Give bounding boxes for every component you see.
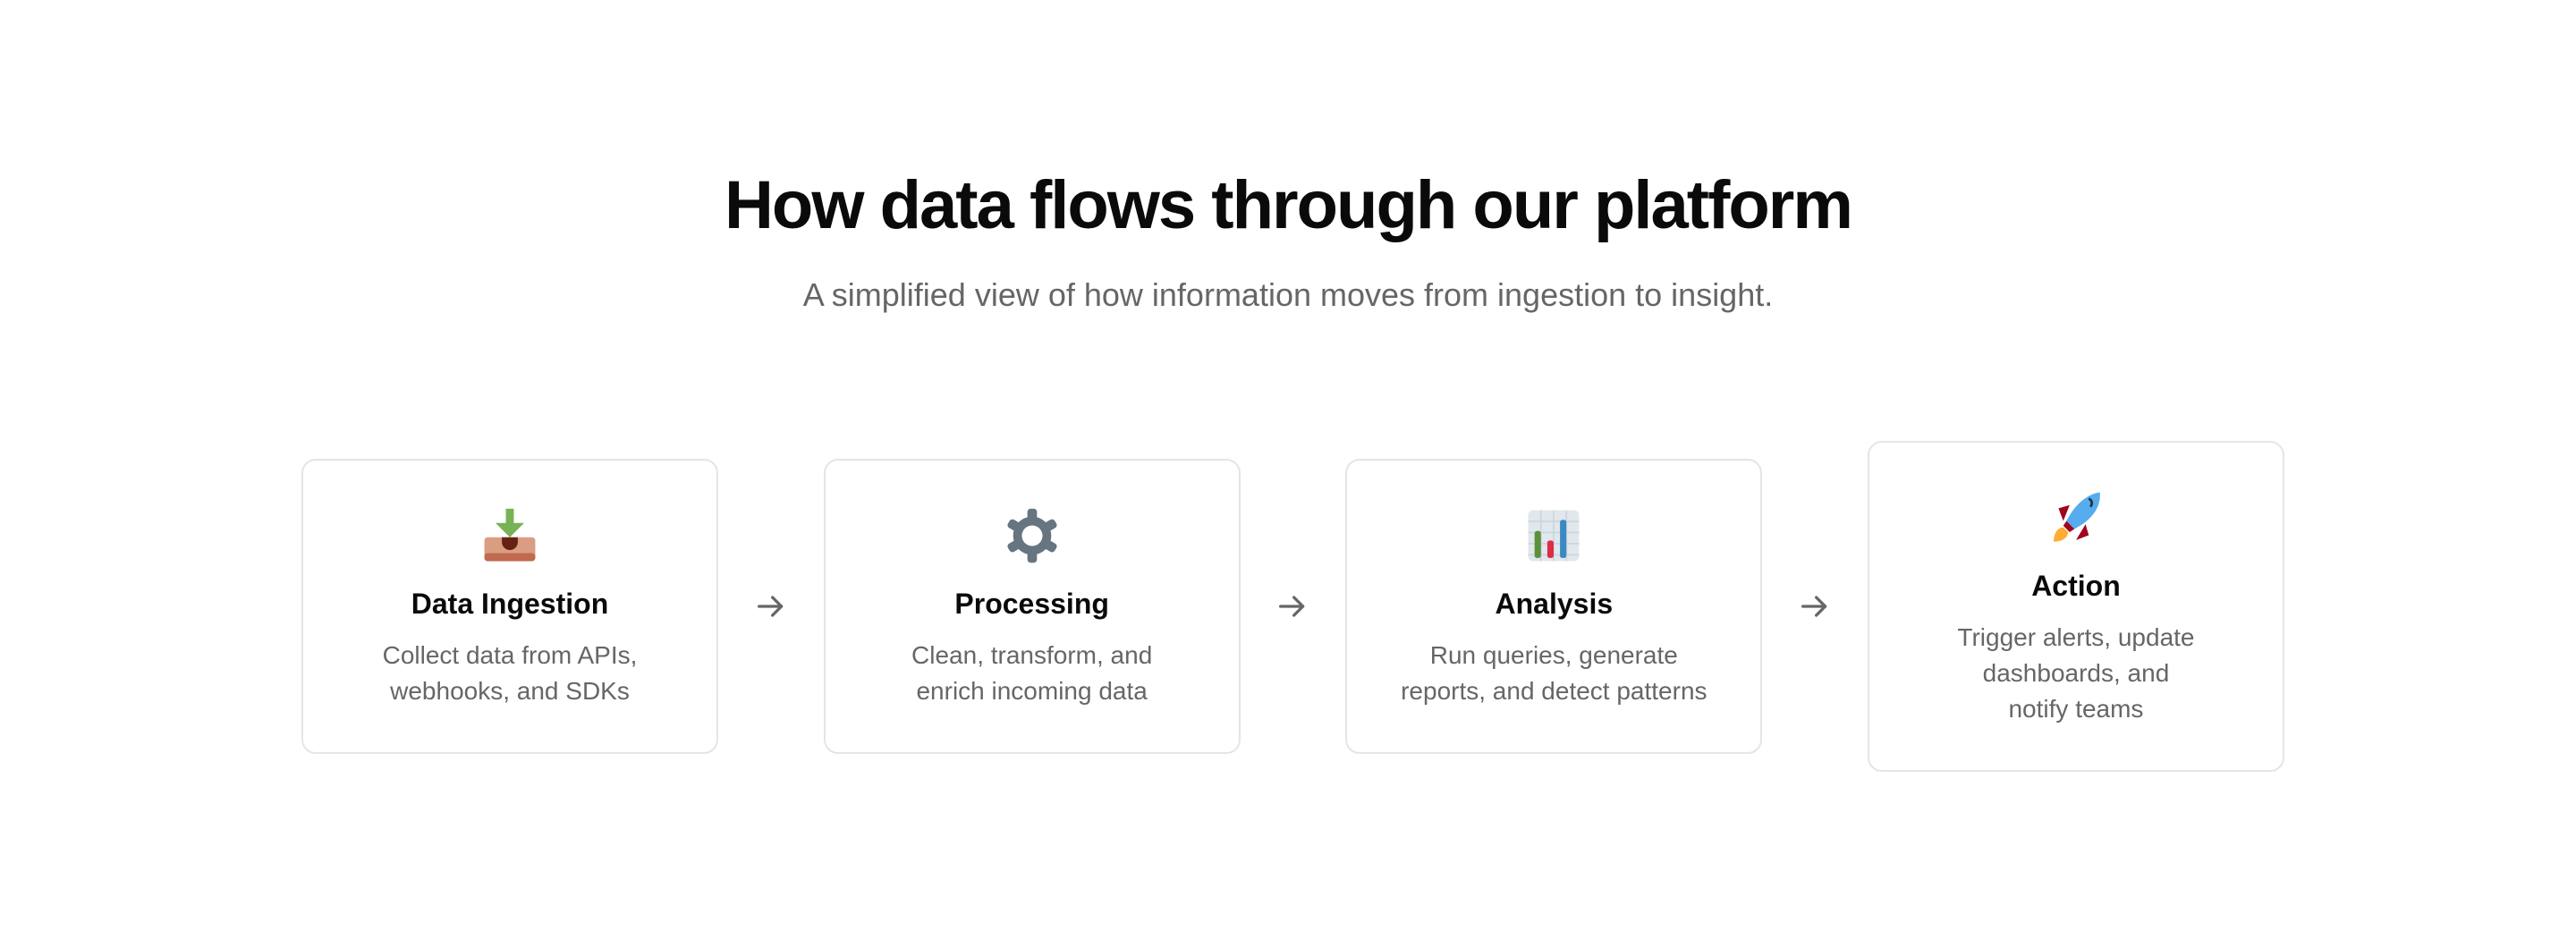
arrow-right-icon [1801,596,1827,617]
step-description: Trigger alerts, update dashboards, and n… [1896,620,2256,727]
step-title: Processing [954,588,1109,620]
step-title: Analysis [1495,588,1614,620]
section-header: How data flows through our platform A si… [0,161,2576,317]
step-card-data-ingestion: Data Ingestion Collect data from APIs, w… [301,459,718,754]
rocket-icon [2054,492,2100,542]
arrow-right-icon [757,596,784,617]
description-line: Collect data from APIs, [382,641,638,669]
description-line: dashboards, and [1982,659,2170,687]
description-line: reports, and detect patterns [1401,677,1707,705]
step-description: Run queries, generate reports, and detec… [1374,638,1733,709]
description-line: Clean, transform, and [911,641,1153,669]
page-title: How data flows through our platform [724,167,1853,243]
step-card-action: Action Trigger alerts, update dashboards… [1867,441,2284,772]
page-subtitle: A simplified view of how information mov… [802,276,1774,313]
step-card-analysis: Analysis Run queries, generate reports, … [1345,459,1763,754]
step-title: Data Ingestion [411,588,609,620]
description-line: Run queries, generate [1429,641,1678,669]
description-line: notify teams [2008,695,2144,723]
step-card-processing: Processing Clean, transform, and enrich … [823,459,1241,754]
gear-icon [1007,508,1057,563]
step-title: Action [2031,570,2121,602]
arrow-right-icon [1279,596,1305,617]
description-line: Trigger alerts, update [1957,623,2195,651]
step-description: Clean, transform, and enrich incoming da… [852,638,1212,709]
description-line: enrich incoming data [916,677,1148,705]
inbox-tray-icon [484,508,536,562]
data-flow-steps: Data Ingestion Collect data from APIs, w… [301,437,2284,775]
bar-chart-icon [1528,510,1580,562]
description-line: webhooks, and SDKs [390,677,630,705]
step-description: Collect data from APIs, webhooks, and SD… [330,638,690,709]
